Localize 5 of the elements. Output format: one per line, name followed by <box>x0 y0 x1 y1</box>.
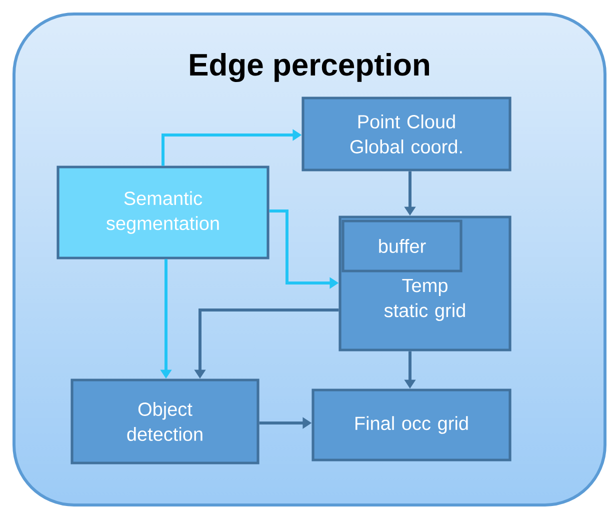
process-box: Final occ grid <box>312 388 512 462</box>
process-box: Semantic segmentation <box>56 166 270 260</box>
process-box: Object detection <box>70 378 260 464</box>
process-box: buffer <box>342 220 462 272</box>
process-box: Point Cloud Global coord. <box>302 96 512 172</box>
